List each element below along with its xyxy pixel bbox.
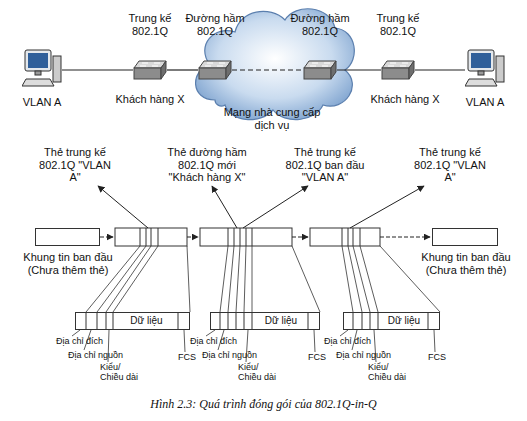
field-label: Địa chỉ nguồn (202, 350, 266, 360)
trunk-link (62, 69, 133, 70)
switch-icon (133, 59, 167, 81)
switch-node: Đường hầm 802.1Q (303, 59, 337, 81)
tagged-frame (310, 228, 380, 246)
tunnel-link (232, 69, 303, 70)
field-label: Địa chỉ đích (324, 336, 384, 346)
field-label: Địa chỉ nguồn (336, 350, 400, 360)
node-label: Trung kế 802.1Q (120, 12, 180, 37)
switch-side (226, 61, 231, 79)
frame-field-divider (353, 312, 428, 330)
tower (496, 56, 504, 82)
switch-front (304, 68, 331, 79)
switch-side (409, 61, 414, 79)
flow-arrow (292, 237, 308, 238)
node-label: Mạng nhà cung cấp dịch vụ (217, 106, 327, 131)
switch-side (161, 61, 166, 79)
frame-fields: Dữ liệu (210, 312, 320, 330)
frame-field-divider (86, 312, 178, 330)
computer-icon (22, 48, 62, 92)
switch-arrows (140, 63, 160, 66)
field-label: FCS (428, 352, 452, 362)
double-tagged-frame (200, 228, 292, 246)
switch-arrows (388, 63, 408, 66)
tag-label: Thẻ trung kế 802.1Q ban đầu "VLAN A" (282, 146, 368, 184)
field-label: FCS (308, 352, 332, 362)
flow-arrow (187, 237, 198, 238)
computer-icon (465, 48, 505, 92)
monitor-stand (35, 71, 41, 75)
field-label: Kiểu/ Chiều dài (100, 362, 144, 383)
node-label: Dữ liệu (379, 315, 429, 327)
zoom-line (220, 246, 320, 312)
node-label: Trung kế 802.1Q (368, 12, 428, 37)
node-label: VLAN A (455, 96, 515, 109)
frame-field-divider (228, 228, 252, 246)
node-label: Đường hầm 802.1Q (180, 12, 250, 37)
switch-node: Trung kế 802.1Q (133, 59, 167, 81)
switch-arrows (205, 63, 225, 66)
screen (28, 53, 48, 68)
keyboard (22, 79, 54, 86)
frame-field-divider (342, 228, 360, 246)
field-label: Địa chỉ đích (190, 336, 250, 346)
switch-node: Trung kế 802.1Q (381, 59, 415, 81)
trunk-link (167, 69, 198, 70)
switch-icon (198, 59, 232, 81)
switch-side (331, 61, 336, 79)
customer-label: Khách hàng X (110, 93, 190, 106)
trunk-link (337, 69, 381, 70)
ethernet-frame: Khung tin ban đầu (Chưa thêm thẻ) (35, 228, 100, 246)
node-label: Dữ liệu (253, 315, 309, 327)
trunk-link (415, 69, 465, 70)
switch-front (134, 68, 161, 79)
flow-arrow (100, 237, 113, 238)
switch-front (199, 68, 226, 79)
tag-pointer (212, 186, 237, 228)
ethernet-frame: Khung tin ban đầu (Chưa thêm thẻ) (432, 228, 498, 246)
monitor (25, 50, 51, 71)
computer-node: VLAN A (22, 48, 62, 92)
switch-icon (303, 59, 337, 81)
tag-pointer (243, 186, 308, 228)
switch-icon (381, 59, 415, 81)
frame-field-divider (220, 312, 308, 330)
field-label: Địa chỉ nguồn (68, 350, 132, 360)
frame-fields: Dữ liệu (343, 312, 440, 330)
tag-label: Thẻ đường hầm 802.1Q mới "Khách hàng X" (165, 146, 249, 184)
monitor (468, 50, 494, 71)
keyboard (465, 79, 497, 86)
node-label: VLAN A (12, 96, 72, 109)
field-label: Kiểu/ Chiều dài (368, 362, 412, 383)
customer-label: Khách hàng X (365, 93, 445, 106)
tagged-frame (115, 228, 187, 246)
switch-node: Đường hầm 802.1Q (198, 59, 232, 81)
field-label: FCS (178, 352, 202, 362)
tag-pointer (98, 186, 148, 228)
tag-pointer (350, 186, 424, 228)
switch-front (382, 68, 409, 79)
tag-label: Thẻ trung kế 802.1Q "VLAN A" (39, 146, 111, 184)
screen (471, 53, 491, 68)
provider-cloud: Mạng nhà cung cấp dịch vụ Đường hầm 802.1… (185, 0, 360, 140)
frame-field-divider (140, 228, 158, 246)
computer-node: VLAN A (465, 48, 505, 92)
field-label: Kiểu/ Chiều dài (238, 362, 282, 383)
tower (53, 56, 61, 82)
node-label: Khung tin ban đầu (Chưa thêm thẻ) (419, 251, 513, 276)
node-label: Dữ liệu (114, 315, 179, 327)
frame-fields: Dữ liệu (75, 312, 190, 330)
switch-arrows (310, 63, 330, 66)
figure-caption: Hình 2.3: Quá trình đóng gói của 802.1Q-… (0, 397, 527, 412)
flow-arrow (380, 237, 430, 238)
node-label: Khung tin ban đầu (Chưa thêm thẻ) (21, 251, 115, 276)
tag-label: Thẻ trung kế 802.1Q "VLAN A" (414, 146, 486, 184)
field-label: Địa chỉ đích (56, 336, 116, 346)
node-label: Đường hầm 802.1Q (285, 12, 355, 37)
monitor-stand (478, 71, 484, 75)
